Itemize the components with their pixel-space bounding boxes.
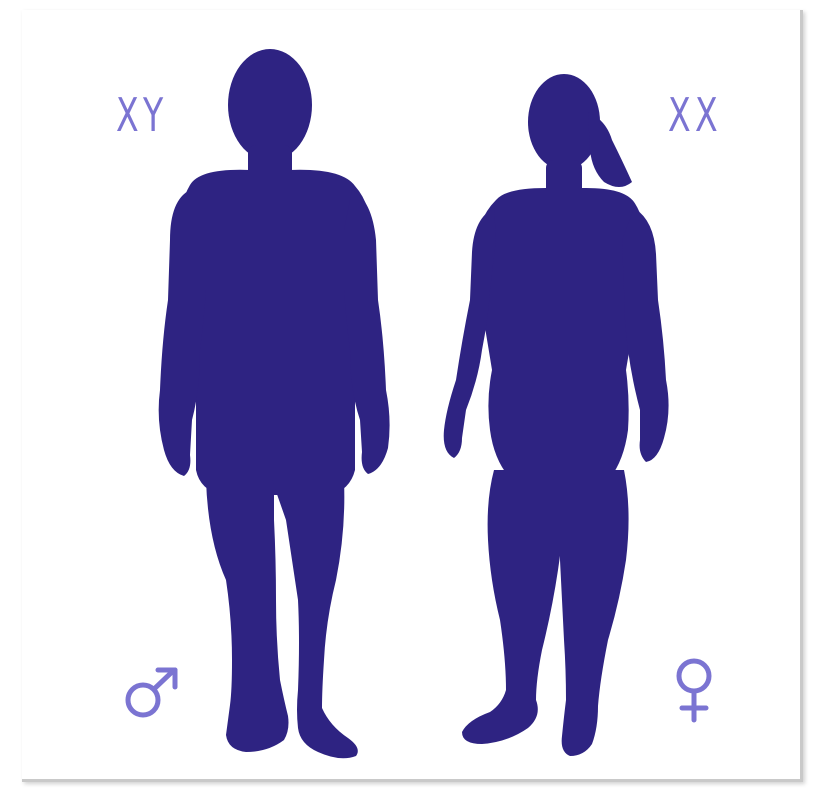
female-torso [476, 188, 645, 478]
female-right-leg [560, 470, 629, 756]
female-right-arm [622, 208, 669, 462]
male-head [228, 49, 312, 161]
female-silhouette [444, 74, 669, 756]
male-symbol-icon [128, 670, 175, 715]
female-ponytail [588, 112, 632, 187]
male-left-leg [206, 480, 289, 752]
male-torso [178, 170, 372, 495]
male-silhouette [159, 49, 390, 758]
female-left-leg [462, 470, 563, 744]
female-symbol-icon [679, 661, 709, 720]
